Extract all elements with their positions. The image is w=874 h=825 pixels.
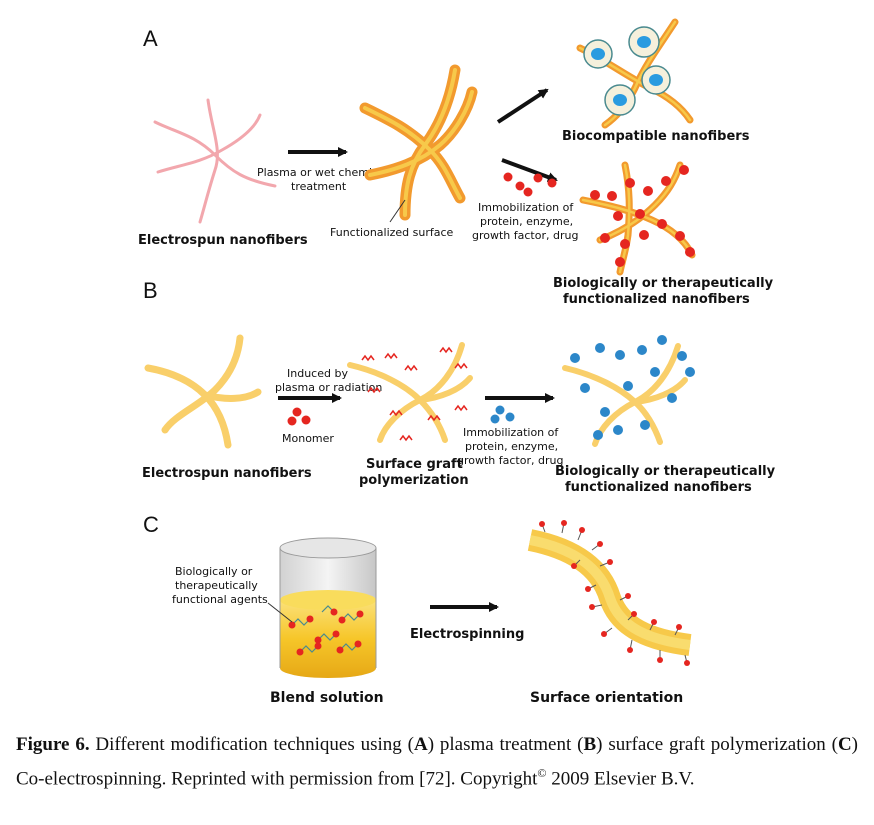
pointer-line [389, 199, 406, 223]
figure-diagram: A Electrospun nanofibers Plasma or wet c… [138, 18, 776, 706]
label-electrospun-b: Electrospun nanofibers [142, 466, 312, 481]
yellow-nanofibers-icon [144, 334, 262, 449]
label-immob-b-2: protein, enzyme, [465, 440, 558, 453]
panel-letter-a: A [143, 26, 158, 51]
bio-functionalized-fibers-b-icon [562, 343, 688, 447]
label-electrospinning: Electrospinning [410, 627, 524, 642]
oriented-fiber-icon [527, 529, 692, 656]
caption-b: B [583, 734, 597, 755]
panel-letter-c: C [143, 512, 159, 537]
label-immob-a-3: growth factor, drug [472, 229, 578, 242]
caption-text-2: ) plasma treatment ( [427, 734, 584, 755]
arrow-biocompatible [496, 88, 549, 124]
label-immob-b-1: Immobilization of [463, 426, 559, 439]
label-bio-b-1: Biologically or therapeutically [555, 464, 776, 479]
label-bio-a-1: Biologically or therapeutically [553, 276, 774, 291]
caption-text-3: ) surface graft polymerization ( [596, 734, 838, 755]
caption-text-4: ) Co-electrospinning. Reprinted with per… [16, 734, 858, 790]
caption-text-5: 2009 Elsevier B.V. [546, 768, 695, 790]
surface-agents-icon [539, 520, 690, 666]
arrow-immobilization [501, 158, 558, 182]
label-blend: Blend solution [270, 690, 384, 706]
label-biocompatible: Biocompatible nanofibers [562, 129, 750, 144]
cells-icon [583, 26, 671, 116]
label-orientation: Surface orientation [530, 690, 683, 706]
label-treatment-line1: Plasma or wet chemical [257, 166, 388, 179]
bio-functionalized-fibers-a-icon [579, 161, 696, 276]
monomer-icon [287, 407, 311, 426]
label-bio-a-2: functionalized nanofibers [563, 292, 750, 307]
label-graft-2: polymerization [359, 473, 469, 488]
label-immob-b-3: growth factor, drug [457, 454, 563, 467]
blue-particles-icon [490, 405, 515, 424]
graft-fibers-icon [347, 342, 473, 443]
red-particles-icon [503, 172, 557, 197]
caption-figure-label: Figure 6. [16, 734, 90, 755]
blue-hexagons-icon [570, 335, 695, 440]
functionalized-fibers-icon [359, 64, 478, 221]
red-hexagons-a-icon [590, 165, 695, 267]
label-induced-2: plasma or radiation [275, 381, 382, 394]
label-induced-1: Induced by [287, 367, 348, 380]
label-bio-b-2: functionalized nanofibers [565, 480, 752, 495]
pink-nanofibers-icon [153, 98, 277, 224]
polymer-chains-icon [361, 346, 468, 442]
panel-letter-b: B [143, 278, 158, 303]
label-functionalized: Functionalized surface [330, 226, 454, 239]
label-treatment-line2: treatment [291, 180, 347, 193]
caption-c: C [837, 734, 852, 755]
label-immob-a-2: protein, enzyme, [480, 215, 573, 228]
label-agents-1: Biologically or [175, 565, 253, 578]
label-agents-2: therapeutically [175, 579, 258, 592]
label-immob-a-1: Immobilization of [478, 201, 574, 214]
beaker-icon [279, 537, 377, 678]
caption-text-1: Different modification techniques using … [89, 734, 414, 755]
label-agents-3: functional agents [172, 593, 268, 606]
caption-copyright-symbol: © [537, 766, 547, 780]
label-electrospun-a: Electrospun nanofibers [138, 233, 308, 248]
functional-agents-icon [288, 605, 364, 656]
figure-caption: Figure 6. Different modification techniq… [16, 730, 858, 793]
label-monomer: Monomer [282, 432, 334, 445]
label-graft-1: Surface graft [366, 457, 463, 472]
pointer-agents [267, 602, 293, 623]
caption-a: A [413, 734, 428, 755]
